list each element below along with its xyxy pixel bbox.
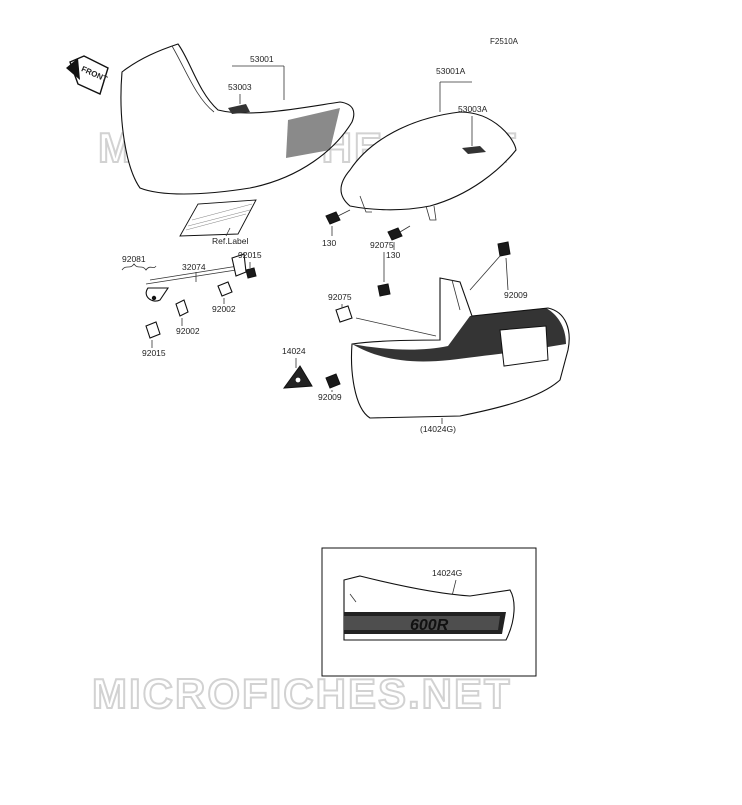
inset-side-cover	[343, 575, 515, 641]
watermark-bottom: MICROFICHES.NET	[92, 670, 512, 717]
bolt-92002-left	[175, 299, 189, 317]
label-53003a: 53003A	[458, 104, 488, 114]
label-130-right: 130	[386, 250, 400, 260]
collar-92015-bottom	[145, 321, 161, 339]
label-32074: 32074	[182, 262, 206, 272]
label-inset-14024g: 14024G	[432, 568, 462, 578]
ref-label-sheet	[179, 199, 257, 237]
bolt-130-right	[387, 225, 411, 241]
label-53001a: 53001A	[436, 66, 466, 76]
tail-cover	[351, 277, 570, 419]
label-92015-top: 92015	[238, 250, 262, 260]
nut-92075-mid	[335, 305, 353, 323]
label-92015-bottom: 92015	[142, 348, 166, 358]
figure-code: F2510A	[490, 37, 519, 46]
label-92009-bottom: 92009	[318, 392, 342, 402]
label-92002-right: 92002	[212, 304, 236, 314]
label-92075-mid: 92075	[328, 292, 352, 302]
label-92002-left: 92002	[176, 326, 200, 336]
main-seat	[120, 43, 355, 195]
bolt-92009-top	[469, 241, 511, 291]
inset-frame	[321, 547, 537, 677]
label-14024g-paren: (14024G)	[420, 424, 456, 434]
label-53003: 53003	[228, 82, 252, 92]
label-14024: 14024	[282, 346, 306, 356]
label-92081: 92081	[122, 254, 146, 264]
label-53001: 53001	[250, 54, 274, 64]
part-14024	[282, 365, 313, 389]
nut-92075-top	[377, 283, 391, 297]
label-ref: Ref.Label	[212, 236, 248, 246]
collar-92015-top	[245, 267, 257, 279]
inset-decal-600r: 600R	[410, 617, 449, 634]
label-92009-top: 92009	[504, 290, 528, 300]
seat-lock-mechanism	[121, 253, 247, 302]
bolt-92002-right	[217, 281, 233, 297]
label-92075-top: 92075	[370, 240, 394, 250]
bolt-130-left	[325, 209, 351, 225]
label-130-left: 130	[322, 238, 336, 248]
bolt-92009-bottom	[325, 373, 341, 389]
front-arrow-icon: FRONT	[66, 55, 109, 95]
